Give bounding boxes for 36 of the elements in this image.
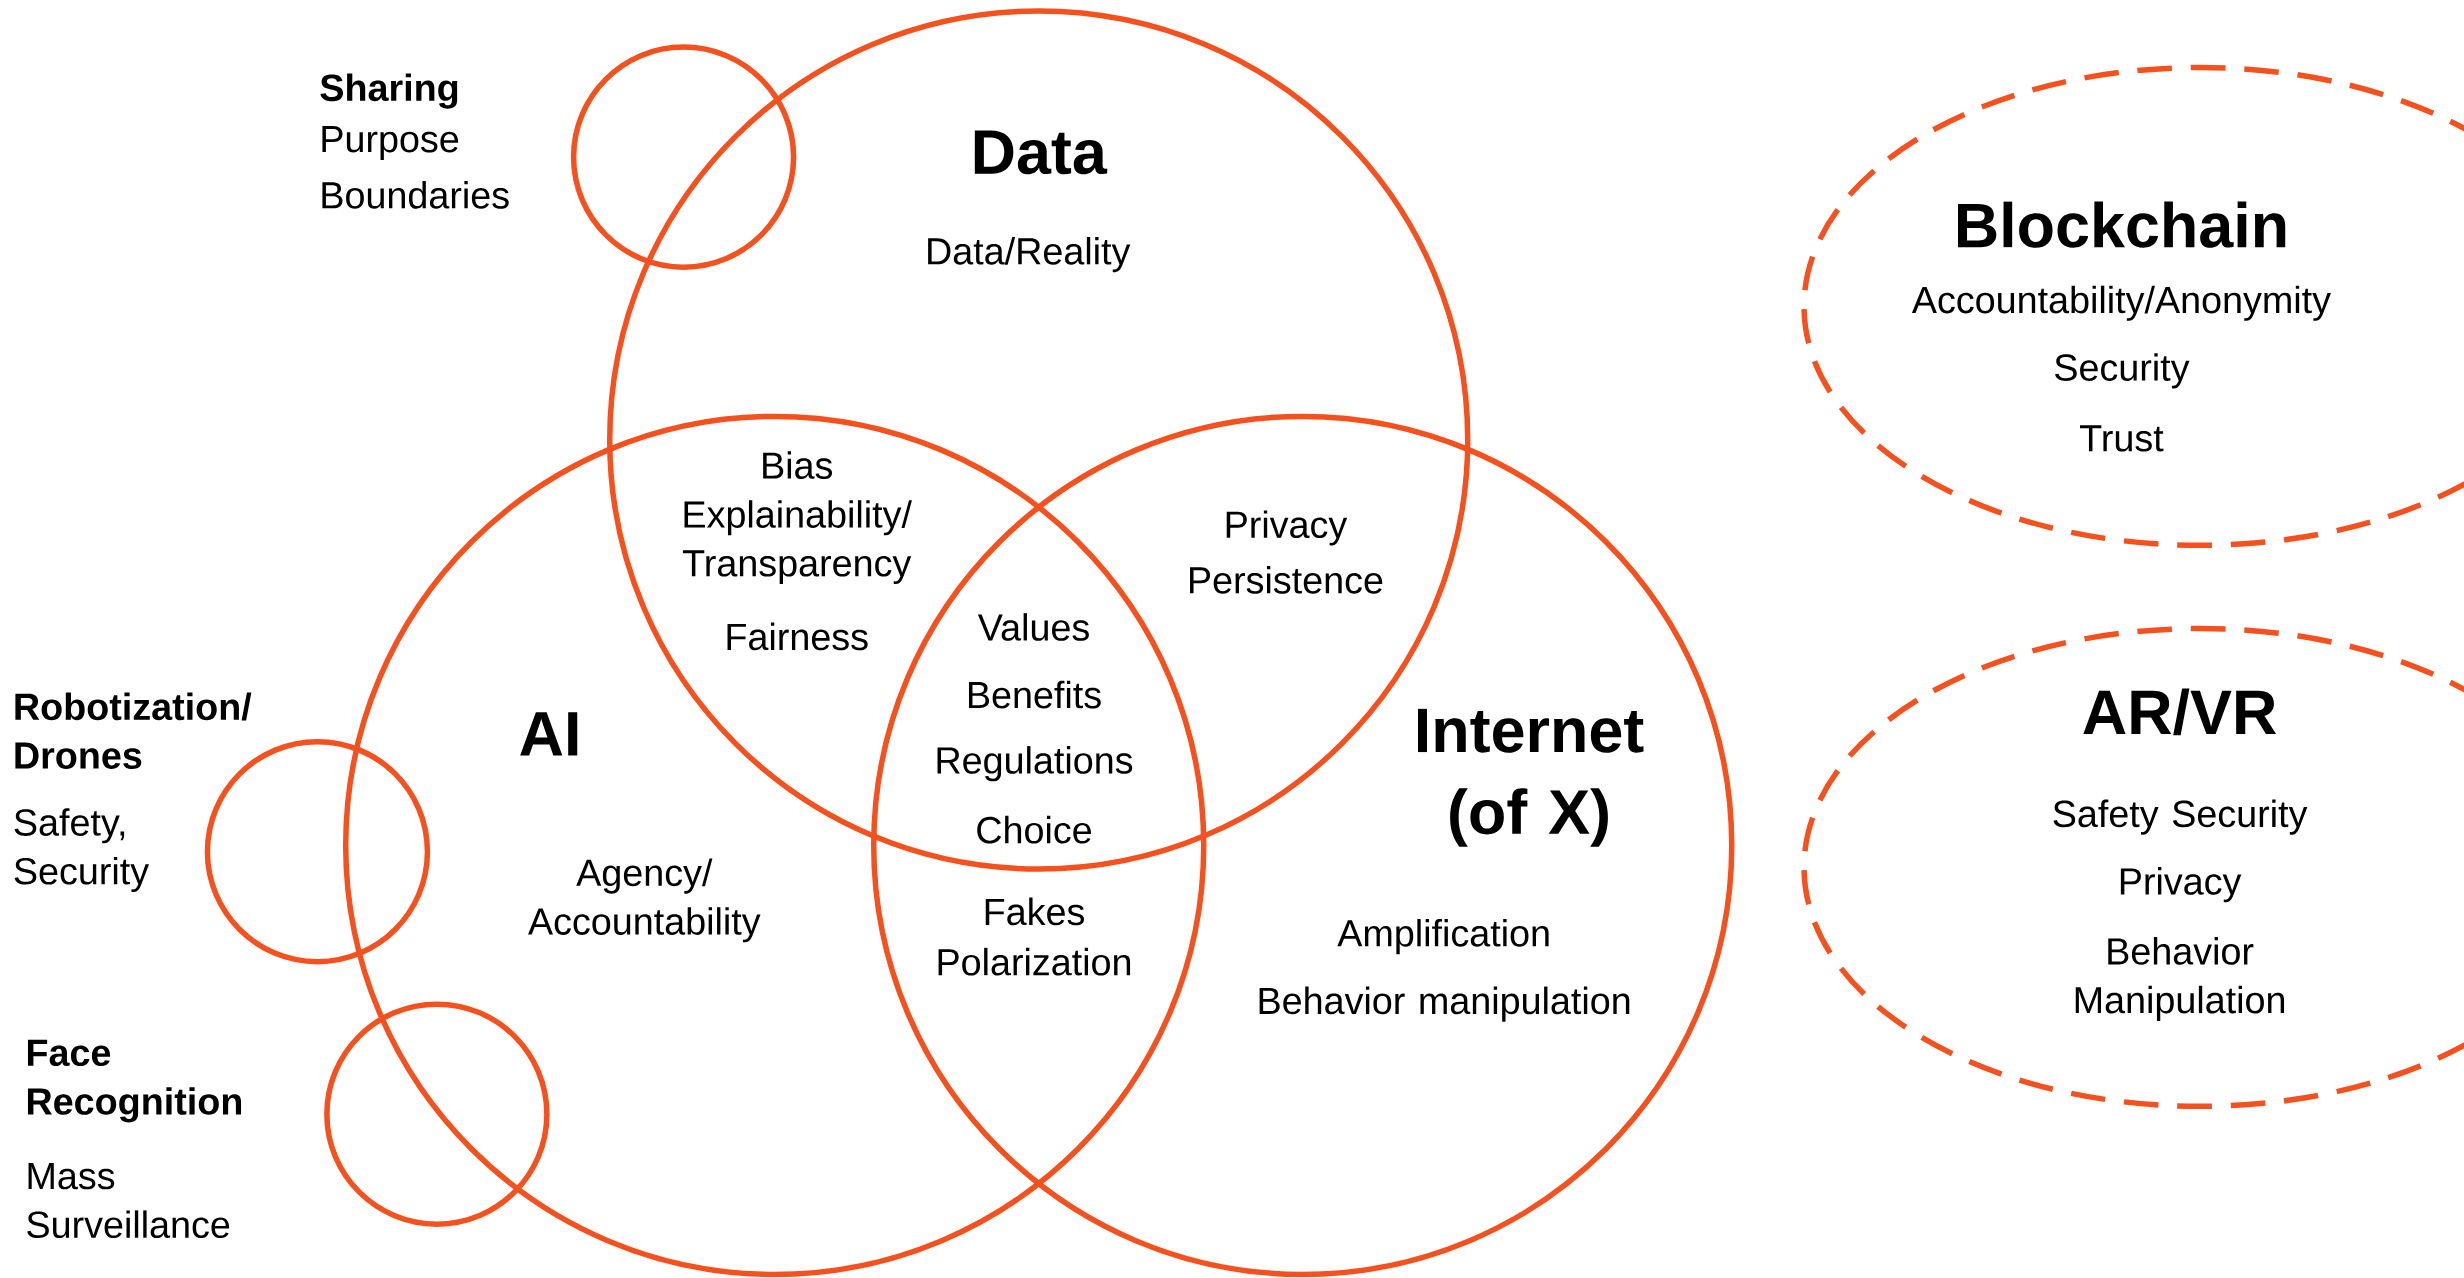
side-text: Purpose [322,126,459,161]
region-label: Fairness [727,622,868,651]
heading: Internet (of X) [1418,709,1644,848]
side-text: Safety, Security [14,808,150,893]
circle-text: Privacy [2120,867,2242,903]
circle [204,739,431,965]
circle-text: Data/Reality [928,237,1131,273]
region-label: Fakes [985,897,1084,926]
circle-text: Security [2055,353,2190,389]
side-text: Mass Surveillance [27,1163,230,1239]
heading: Data [974,130,1108,175]
side-heading: Robotization/ Drones [15,692,252,770]
circle-text: Behavior Manipulation [2075,937,2285,1022]
circle-text: Accountability/Anonymity [1911,285,2331,322]
region-label: Choice [977,816,1091,844]
circle-text: Trust [2080,425,2164,452]
region-label: Privacy [1226,510,1348,546]
circle [570,44,797,271]
circle-text: Behavior manipulation [1259,986,1630,1022]
heading: AI [520,712,578,756]
heading: Blockchain [1958,201,2286,248]
region-label: Polarization [938,948,1131,976]
circle-text: Amplification [1337,919,1549,955]
region-label: Bias [763,451,833,480]
region-label: Benefits [969,680,1101,709]
circle [324,1001,550,1228]
circle-text: Safety Security [2053,799,2308,835]
side-text: Boundaries [322,181,509,209]
side-heading: Face Recognition [28,1040,242,1123]
heading: AR/VR [2083,688,2277,736]
region-label: Values [977,613,1089,642]
region-label: Explainability/ Transparency [683,500,912,585]
circle-text: Agency/ Accountability [528,858,761,943]
side-heading: Sharing [320,73,458,109]
region-label: Regulations [937,746,1133,782]
region-label: Persistence [1190,566,1383,594]
